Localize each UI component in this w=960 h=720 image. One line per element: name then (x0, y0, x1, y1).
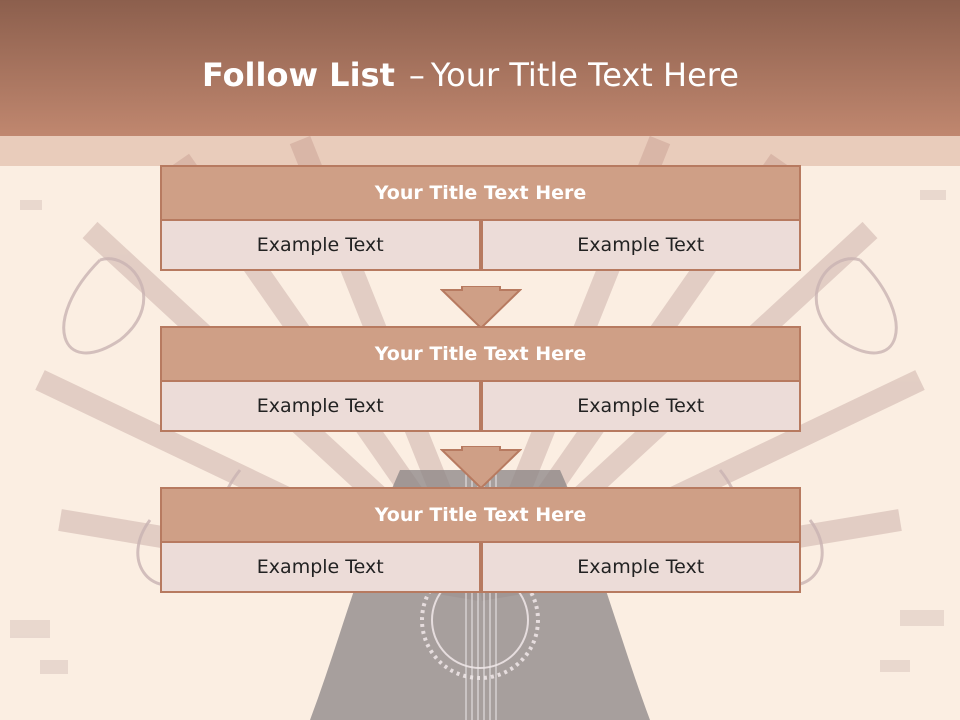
header-band (0, 0, 960, 136)
header-shadow-strip (0, 136, 960, 166)
slide-title-rest: Your Title Text Here (430, 56, 739, 94)
block-title: Your Title Text Here (160, 326, 801, 382)
slide-title-separator: – (408, 56, 425, 94)
list-block-3: Your Title Text Here Example Text Exampl… (160, 487, 801, 593)
block-title: Your Title Text Here (160, 165, 801, 221)
block-cell-left: Example Text (160, 543, 481, 593)
list-block-1: Your Title Text Here Example Text Exampl… (160, 165, 801, 271)
down-arrow-icon (440, 446, 522, 490)
block-cell-right: Example Text (480, 382, 801, 432)
block-cell-left: Example Text (160, 221, 481, 271)
slide-title-bold: Follow List (202, 56, 395, 94)
block-title: Your Title Text Here (160, 487, 801, 543)
slide-title: Follow List–Your Title Text Here (202, 56, 739, 94)
block-cell-left: Example Text (160, 382, 481, 432)
list-block-2: Your Title Text Here Example Text Exampl… (160, 326, 801, 432)
block-cell-right: Example Text (480, 221, 801, 271)
down-arrow-icon (440, 286, 522, 330)
block-cell-right: Example Text (480, 543, 801, 593)
